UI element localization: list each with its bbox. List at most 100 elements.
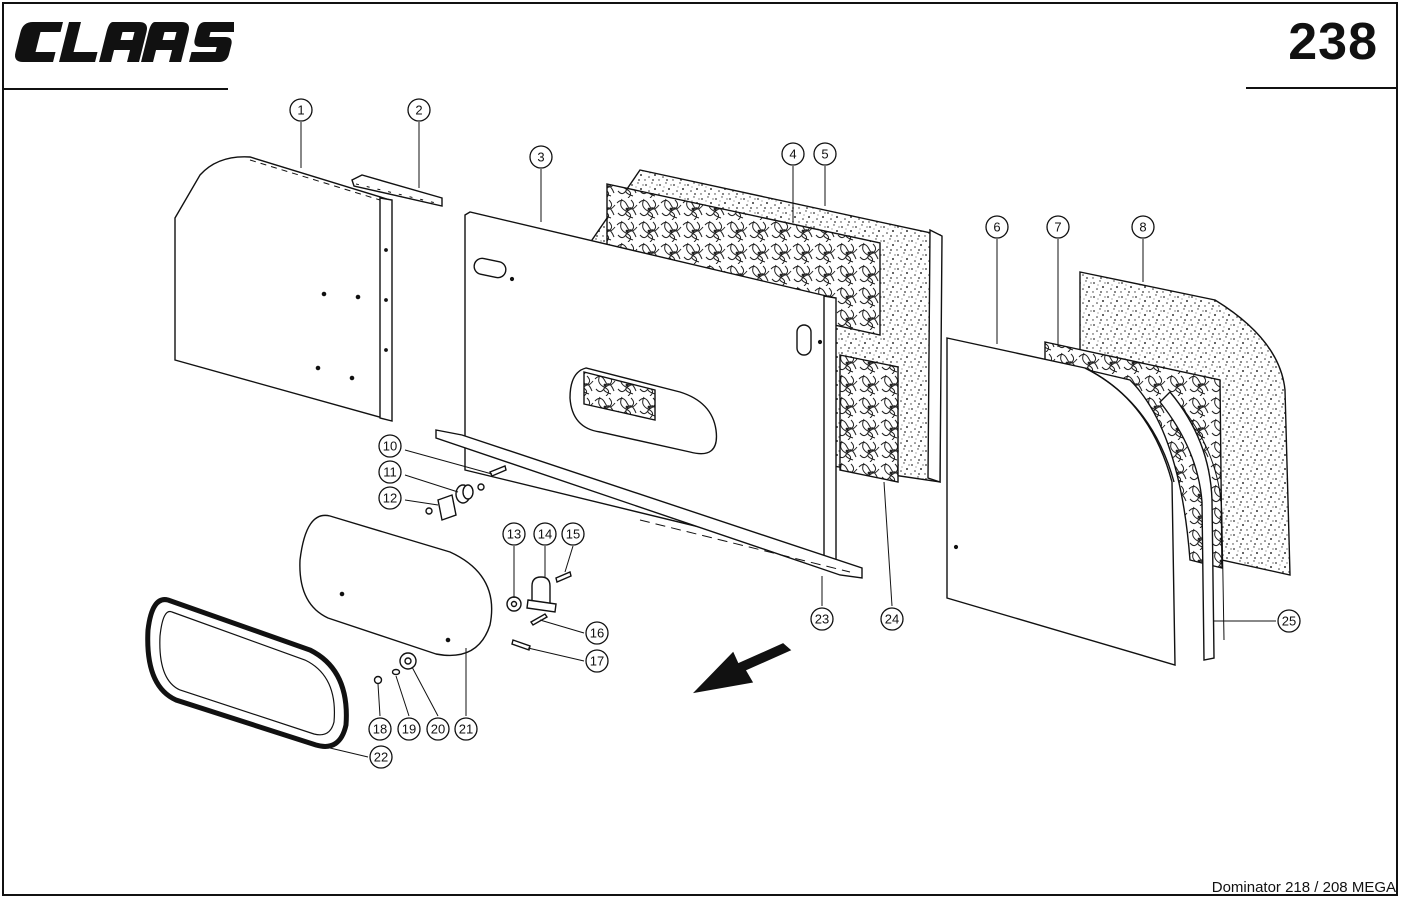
part-25-edge-seal [1159,390,1225,661]
callout-number: 21 [459,722,473,737]
leader-lines [300,122,1276,758]
callout-circle [585,621,609,645]
callout-number: 11 [383,465,397,480]
part-19-washer [391,668,401,676]
callout-circle [369,745,393,769]
callout-circle [533,522,557,546]
callout-number: 2 [415,103,422,118]
callout-circle [378,460,402,484]
callout-number: 4 [789,147,796,162]
callout-22: 22 [369,745,393,769]
page-number-underline [1246,87,1396,89]
callout-14: 14 [533,522,557,546]
callout-circle [289,98,313,122]
callout-number: 10 [383,439,397,454]
callout-number: 25 [1282,614,1296,629]
footer-model-label: Dominator 218 / 208 MEGA [1211,879,1396,896]
part-1-side-panel [174,156,393,422]
callout-25: 25 [1277,609,1301,633]
part-13-washer [506,596,522,612]
part-21-oval-cover [299,514,493,657]
callout-circle [1277,609,1301,633]
logo-underline [4,88,228,90]
callout-circle [454,717,478,741]
callout-number: 23 [815,612,829,627]
part-24-insulation-block [839,354,899,483]
page-number: 238 [1288,13,1378,71]
callout-circle [1131,215,1155,239]
callout-number: 17 [590,654,604,669]
callout-number: 3 [537,150,544,165]
callout-circle [585,649,609,673]
part-18-nut [373,675,383,685]
part-11-spring [455,483,485,504]
callout-number: 7 [1054,220,1061,235]
callout-number: 14 [538,527,552,542]
callout-4: 4 [781,142,805,166]
callout-number: 18 [373,722,387,737]
callout-13: 13 [502,522,526,546]
callout-number: 12 [383,491,397,506]
callout-circle [426,717,450,741]
callout-circle [813,142,837,166]
callout-5: 5 [813,142,837,166]
callout-17: 17 [585,649,609,673]
callout-15: 15 [561,522,585,546]
part-23-rail [435,429,863,579]
callout-circle [397,717,421,741]
callout-circle [781,142,805,166]
callout-3: 3 [529,145,553,169]
part-12-latch [425,494,457,521]
arrow-icon [692,643,792,694]
callout-number: 8 [1139,220,1146,235]
part-8-insulation-block [1079,271,1291,576]
callout-7: 7 [1046,215,1070,239]
callout-number: 19 [402,722,416,737]
part-17-spring-pin [511,639,531,651]
part-20-knob [399,652,417,670]
callout-21: 21 [454,717,478,741]
part-15-pin [555,571,572,583]
callout-23: 23 [810,607,834,631]
callout-10: 10 [378,434,402,458]
callout-8: 8 [1131,215,1155,239]
callout-1: 1 [289,98,313,122]
callout-number: 15 [566,527,580,542]
part-2-mounting-strip [351,174,443,207]
callout-18: 18 [368,717,392,741]
callout-circle [378,486,402,510]
callout-number: 16 [590,626,604,641]
callout-circle [810,607,834,631]
part-22-oval-seal [145,597,349,749]
callout-circle [529,145,553,169]
callout-number: 1 [297,103,304,118]
callout-number: 6 [993,220,1000,235]
callout-19: 19 [397,717,421,741]
callout-20: 20 [426,717,450,741]
claas-logo [15,22,234,62]
callout-number: 13 [507,527,521,542]
callout-circle [985,215,1009,239]
callout-number: 20 [431,722,445,737]
callout-24: 24 [880,607,904,631]
part-14-bracket [526,576,557,613]
callout-16: 16 [585,621,609,645]
callout-11: 11 [378,460,402,484]
callout-circle [561,522,585,546]
callout-circle [407,98,431,122]
part-10-bolt [489,465,507,477]
callout-circle [880,607,904,631]
callout-2: 2 [407,98,431,122]
callout-circle [502,522,526,546]
part-6-side-panel [946,337,1176,666]
callout-6: 6 [985,215,1009,239]
callout-number: 22 [374,750,388,765]
callout-circle [368,717,392,741]
callout-12: 12 [378,486,402,510]
callout-circle [1046,215,1070,239]
part-7-insulation-mat [1044,341,1223,569]
callout-number: 5 [821,147,828,162]
part-16-screw [530,613,548,626]
